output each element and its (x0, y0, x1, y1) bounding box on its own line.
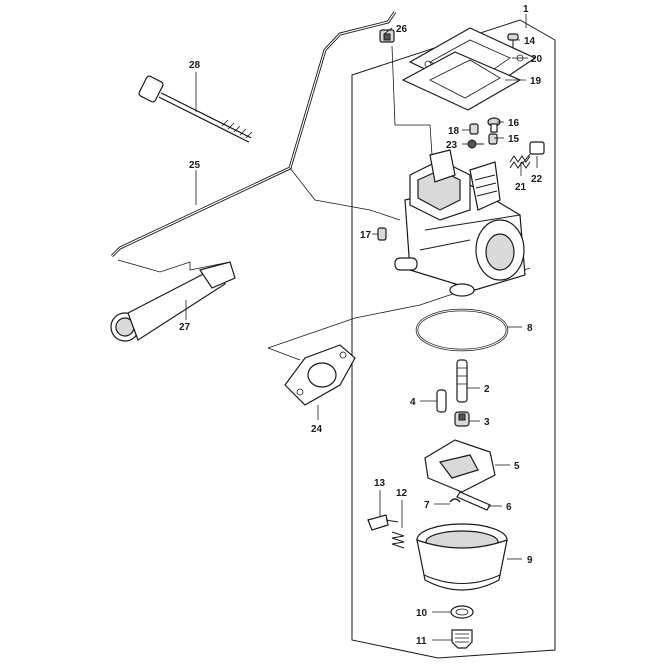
part-21-spring (509, 155, 531, 169)
part-27-choke-shaft (110, 261, 236, 342)
part-13-needle (367, 514, 399, 531)
part-23-screw (467, 139, 484, 149)
part-7-clip (449, 498, 461, 503)
part-10-washer (450, 605, 474, 619)
leader-lines (185, 14, 538, 641)
callout-20: 20 (531, 54, 543, 65)
part-28-bolt (138, 75, 253, 143)
callout-4: 4 (410, 397, 416, 408)
callout-24: 24 (311, 424, 323, 435)
part-18-jet (469, 123, 479, 135)
callout-28: 28 (189, 60, 201, 71)
callout-5: 5 (514, 461, 520, 472)
part-6-pin (456, 491, 491, 511)
part-17-jet (377, 227, 387, 241)
callout-16: 16 (508, 118, 520, 129)
part-22-screw (521, 141, 545, 165)
part-15-jet (488, 133, 498, 145)
callout-10: 10 (416, 608, 428, 619)
part-2-nozzle (456, 359, 468, 403)
part-25-throttle-rod (110, 11, 397, 258)
callout-25: 25 (189, 160, 201, 171)
callout-9: 9 (527, 555, 533, 566)
part-24-gasket (284, 344, 356, 406)
callout-3: 3 (484, 417, 490, 428)
callout-18: 18 (448, 126, 460, 137)
callout-2: 2 (484, 384, 490, 395)
callout-8: 8 (527, 323, 533, 334)
callout-21: 21 (515, 182, 527, 193)
part-26-clip (379, 29, 395, 43)
part-9-float-bowl (416, 523, 508, 591)
callout-7: 7 (424, 500, 430, 511)
carburetor-body (394, 149, 526, 297)
callout-27: 27 (179, 322, 191, 333)
part-14-screw (507, 33, 519, 48)
callout-11: 11 (416, 636, 427, 647)
part-16-screw (487, 117, 501, 133)
part-11-bolt (451, 629, 473, 649)
part-5-float (424, 439, 496, 493)
callout-1: 1 (523, 4, 529, 15)
callout-13: 13 (374, 478, 386, 489)
part-12-spring (391, 531, 405, 549)
assembly-boundary (351, 19, 556, 659)
callout-22: 22 (531, 174, 543, 185)
callout-17: 17 (360, 230, 372, 241)
callout-12: 12 (396, 488, 408, 499)
callout-26: 26 (396, 24, 408, 35)
callout-23: 23 (446, 140, 458, 151)
callout-15: 15 (508, 134, 520, 145)
callout-6: 6 (506, 502, 512, 513)
part-4-jet (436, 389, 447, 413)
callout-19: 19 (530, 76, 542, 87)
callout-14: 14 (524, 36, 536, 47)
part-3-jet (454, 411, 470, 427)
